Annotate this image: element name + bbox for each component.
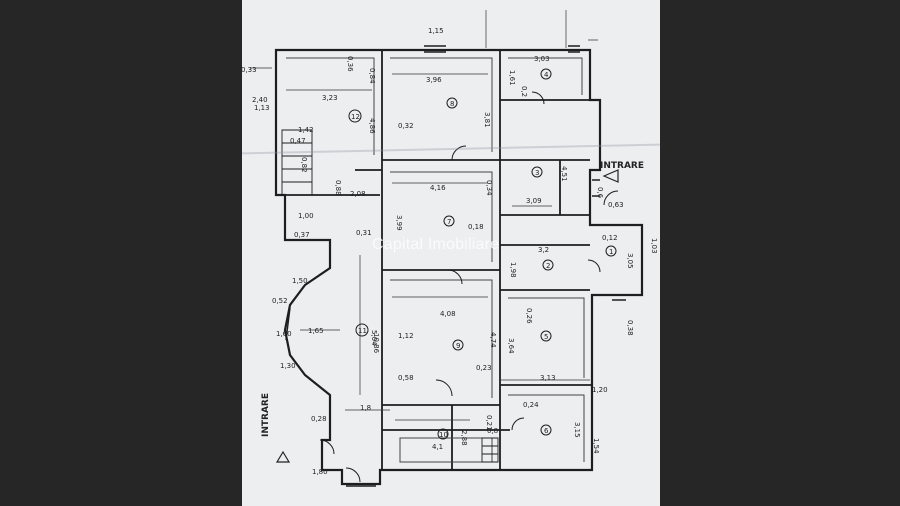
dim-label: 0,82 xyxy=(300,157,308,173)
dim-label: 4,08 xyxy=(440,310,456,318)
dim-label: 0,31 xyxy=(356,229,372,237)
room-number-6: 6 xyxy=(544,427,549,435)
dim-label: 0,24 xyxy=(523,401,539,409)
dim-label: 0,84 xyxy=(368,68,376,84)
dim-label: 0,63 xyxy=(608,201,624,209)
dim-label: 3,64 xyxy=(507,338,515,354)
dim-label: 3,99 xyxy=(395,215,403,231)
dim-label: 0,34 xyxy=(485,180,493,196)
dim-label: 3,15 xyxy=(573,422,581,438)
right-dark-margin xyxy=(660,0,900,506)
dim-label: 1,65 xyxy=(308,327,324,335)
dim-label: 3,2 xyxy=(538,246,549,254)
dim-label: 3,09 xyxy=(526,197,542,205)
room-number-4: 4 xyxy=(544,71,549,79)
entrance-label-right: INTRARE xyxy=(600,161,644,171)
dim-label: 3,81 xyxy=(483,112,491,128)
dim-label: 1,00 xyxy=(298,212,314,220)
dim-label: 4,74 xyxy=(489,332,497,348)
dim-label: 1,50 xyxy=(292,277,308,285)
dim-label: 0,6 xyxy=(596,187,604,199)
room-number-3: 3 xyxy=(535,169,539,177)
dim-label: 0,18 xyxy=(468,223,484,231)
room-number-10: 10 xyxy=(439,431,448,439)
dim-label: 1,15 xyxy=(428,27,444,35)
entrance-arrow-right xyxy=(602,169,619,183)
dim-label: 2,88 xyxy=(460,430,468,446)
dim-label: 1,61 xyxy=(508,70,516,86)
dim-label: 0,28 xyxy=(311,415,327,423)
floor-plan-paper: 1 2 3 4 5 6 7 8 9 10 11 12 3,96 3,81 4,1… xyxy=(242,0,660,506)
dim-label: 1,80 xyxy=(312,468,328,476)
dim-label: 0,47 xyxy=(290,137,306,145)
room-number-1: 1 xyxy=(609,248,613,256)
dim-label: 1,8 xyxy=(360,404,371,412)
room-number-9: 9 xyxy=(456,342,460,350)
entrance-label-left: INTRARE xyxy=(261,393,271,437)
dim-label: 0,2 xyxy=(520,86,528,97)
dim-label: 0,26 xyxy=(525,308,533,324)
dim-label: 1,12 xyxy=(398,332,414,340)
entrance-arrow-left xyxy=(275,450,291,463)
dim-label: 3,23 xyxy=(322,94,338,102)
dim-label: 1,60 xyxy=(276,330,292,338)
dim-label: 4,86 xyxy=(368,118,376,134)
room-number-11: 11 xyxy=(358,327,367,335)
floor-plan-drawing: 1 2 3 4 5 6 7 8 9 10 11 12 3,96 3,81 4,1… xyxy=(242,10,658,487)
dim-label: 1,20 xyxy=(592,386,608,394)
left-dark-margin xyxy=(0,0,242,506)
room-number-5: 5 xyxy=(544,333,548,341)
dim-label: 1,42 xyxy=(298,126,314,134)
dim-label: 1,98 xyxy=(509,262,517,278)
room-number-8: 8 xyxy=(450,100,454,108)
dim-label: 2,40 xyxy=(252,96,268,104)
dim-label: 3,13 xyxy=(540,374,556,382)
dim-label: 0,32 xyxy=(398,122,414,130)
dim-label: 0,23 xyxy=(476,364,492,372)
room-number-7: 7 xyxy=(447,218,451,226)
dim-label: 3,05 xyxy=(626,253,634,269)
dim-label: 4,51 xyxy=(560,166,568,182)
dim-label: 1,54 xyxy=(592,438,600,454)
dim-label: 0,21 xyxy=(485,415,493,431)
dim-label: 1,03 xyxy=(650,238,658,254)
dim-label: 0,58 xyxy=(398,374,414,382)
dim-label: 5,04 xyxy=(370,330,378,346)
room-number-2: 2 xyxy=(546,262,550,270)
dim-label: 0,52 xyxy=(272,297,288,305)
dim-label: 4,1 xyxy=(432,443,443,451)
dim-label: 1,13 xyxy=(254,104,270,112)
dim-label: 3,96 xyxy=(426,76,442,84)
dim-label: 3,03 xyxy=(534,55,550,63)
dim-label: 10,86 xyxy=(372,333,380,354)
dim-label: 0,12 xyxy=(602,234,618,242)
dim-label: 4,16 xyxy=(430,184,446,192)
dim-label: 0,38 xyxy=(626,320,634,336)
dim-label: 1,30 xyxy=(280,362,296,370)
dim-label: 2,08 xyxy=(350,190,366,198)
dim-label: 0,36 xyxy=(346,56,354,72)
room-number-12: 12 xyxy=(351,113,360,121)
dim-label: 0,33 xyxy=(242,66,257,74)
dim-label: 0,8 xyxy=(487,427,498,435)
watermark: Capital Imobiliare xyxy=(372,236,500,253)
dim-label: 0,88 xyxy=(334,180,342,196)
dim-label: 0,37 xyxy=(294,231,310,239)
